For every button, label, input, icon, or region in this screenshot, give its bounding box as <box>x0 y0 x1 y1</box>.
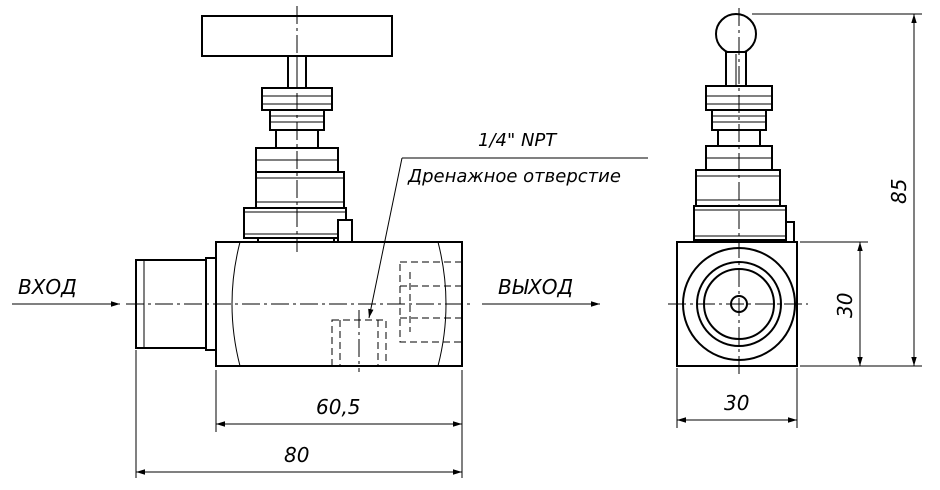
side-view: 30 30 85 <box>668 8 922 428</box>
dim-height: 85 <box>887 179 911 204</box>
hex-nut <box>243 207 347 239</box>
dim-body-width: 30 <box>724 391 749 415</box>
front-view: ВХОД ВЫХОД 1/4" NPT Дренажное отверстие … <box>12 6 648 478</box>
dim-overall-length: 80 <box>284 443 309 467</box>
thread-label: 1/4" NPT <box>478 130 558 151</box>
drain-leader <box>368 157 403 319</box>
drain-label: Дренажное отверстие <box>407 166 621 187</box>
bonnet <box>255 171 345 209</box>
inlet-label: ВХОД <box>18 275 77 299</box>
outlet-label: ВЫХОД <box>498 275 573 299</box>
dim-body-height: 30 <box>833 293 857 318</box>
dim-body-length: 60,5 <box>316 395 361 419</box>
handle-knob <box>715 13 757 55</box>
